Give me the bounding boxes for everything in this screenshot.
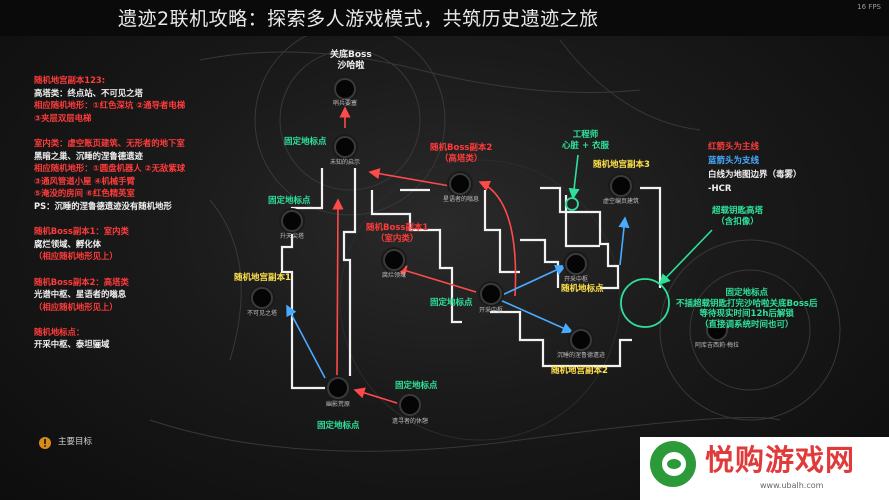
boss-label-line: 关底Boss [330,50,372,60]
label-line: （直接调系统时间也可） [699,319,794,330]
node-label: 腐烂领域 [381,272,407,279]
fixed-landmark-label: 固定地标点 [284,137,327,147]
note-line [34,124,185,137]
map-node-current[interactable] [327,377,349,399]
watermark-url: www.ubalh.com [760,481,824,490]
node-label: 遗寻者的休憩 [391,418,429,425]
node-label: 幽影荒原 [325,401,351,408]
legend-boundary: 白线为地图边界（毒雾） [708,170,802,180]
note-line: 黑暗之巢、沉睡的涅鲁德遗迹 [34,150,143,161]
label-line: （室内类） [375,233,419,244]
legend-author: -HCR [708,184,732,194]
terrain-texture [149,24,841,452]
note-line: 随机Boss副本1：室内类 [34,226,129,237]
node-label: 星语者的嗡息 [442,196,480,203]
mount-key-label: 超载钥匙高塔 （含扣像） [712,206,763,227]
objective-label[interactable]: 主要目标 [58,437,93,447]
note-line: 腐烂领域、孵化体 [34,238,101,249]
note-line: 室内类：虚空账页建筑、无形者的地下室 [34,137,185,148]
note-line: 光谱中枢、星语者的嗡息 [34,289,127,300]
random-dungeon-1-label: 随机地宫副本1 [234,273,291,283]
note-line: 随机Boss副本2：高塔类 [34,276,129,287]
node-label: 阿库吉西莉·梅拉 [695,342,739,349]
label-line: 随机Boss副本2 [430,143,493,153]
left-notes-panel: 随机地宫副本123: 高塔类：终点站、不可见之塔 相应随机地形：①红色深坑 ②通… [34,74,185,351]
fps-counter: 16 FPS [857,3,881,11]
node-label: 沉睡的涅鲁德遗迹 [556,352,606,359]
map-node[interactable] [480,283,502,305]
label-line: 超载钥匙高塔 [712,206,764,216]
note-line: ⑤淹没的房间 ⑥红色精英室 [34,188,135,199]
boss-label: 关底Boss 沙哈啦 [330,50,372,73]
map-boundary [280,168,662,390]
note-line [34,263,185,276]
note-line: 高塔类：终点站、不可见之塔 [34,87,143,98]
map-node[interactable] [399,394,421,416]
main-route-arrows [332,106,517,405]
fixed-landmark-label: 固定地标点 [430,298,473,308]
label-line: 心脏 + 衣服 [562,140,610,151]
map-node[interactable] [565,253,587,275]
label-line: （含扣像） [716,216,759,227]
random-boss-1-label: 随机Boss副本1 （室内类） [366,223,428,244]
map-node[interactable] [570,329,592,351]
legend-main-route: 红箭头为主线 [708,142,760,152]
random-dungeon-3-label: 随机地宫副本3 [593,160,650,170]
node-label: 虚空编页建筑 [602,198,640,205]
label-line: 不插超载钥匙打完沙哈啦关底Boss后 [676,298,818,309]
objective-icon [39,437,51,449]
note-line [34,213,185,226]
node-label: 哨兵要塞 [332,100,358,107]
side-route-arrows [286,216,630,379]
node-label: 升天尖塔 [279,233,305,240]
page-title: 遗迹2联机攻略：探索多人游戏模式，共筑历史遗迹之旅 [118,8,599,30]
note-line: 开采中枢、泰坦骊域 [34,339,110,350]
label-line: 随机Boss副本1 [366,223,429,233]
poi-arrows [565,154,713,328]
map-node[interactable] [251,287,273,309]
title-banner [0,0,889,36]
label-line: 工程师 [572,130,599,140]
map-node[interactable] [281,210,303,232]
label-line: （高塔类） [439,153,483,164]
legend-side-route: 蓝箭头为支线 [708,156,760,166]
note-line: 随机地标点： [34,326,85,337]
map-node[interactable] [449,173,471,195]
fixed-landmark-label: 固定地标点 [317,421,360,431]
map-node[interactable] [706,319,728,341]
random-boss-2-label: 随机Boss副本2 （高塔类） [430,143,492,164]
watermark-logo [667,459,681,469]
fixed-landmark-label: 固定地标点 [395,381,438,391]
map-node[interactable] [610,175,632,197]
node-label: 开采中枢 [478,307,504,314]
note-line: ③通风管道小屋 ④机械手臂 [34,175,135,186]
note-line: PS：沉睡的涅鲁德遗迹没有随机地形 [34,200,172,211]
label-line: 固定地标点 [725,288,768,298]
note-line: ③夹层双层电梯 [34,112,92,123]
note-line: 随机地宫副本123: [34,75,106,85]
node-label: 开采中枢 [563,276,589,283]
node-label: 未知的启示 [329,159,361,166]
boss-label-line: 沙哈啦 [337,61,365,72]
note-line [34,313,185,326]
note-line: （相应随机地形见上） [34,251,118,262]
note-line: 相应随机地形：①红色深坑 ②通导者电梯 [34,100,186,111]
watermark-text: 悦购游戏网 [705,443,856,477]
random-dungeon-2-label: 随机地宫副本2 [551,366,608,376]
engineer-label: 工程师 心脏 + 衣服 [562,130,609,151]
random-landmark-label: 随机地标点 [561,284,604,294]
node-label: 不可见之塔 [246,310,278,317]
fixed-landmark-label: 固定地标点 [268,196,311,206]
map-node[interactable] [334,136,356,158]
legend-panel: 红箭头为主线 蓝箭头为支线 白线为地图边界（毒雾） -HCR [708,140,802,196]
map-node[interactable] [334,78,356,100]
fixed-landmark-special-label: 固定地标点 不插超载钥匙打完沙哈啦关底Boss后 等待现实时间12h后解锁 （直… [676,288,817,331]
note-line: （相应随机地形见上） [34,301,118,312]
map-node[interactable] [383,249,405,271]
note-line: 相应随机地形：①圆盘机器人 ②无敌紫球 [34,163,186,174]
label-line: 等待现实时间12h后解锁 [699,309,794,320]
